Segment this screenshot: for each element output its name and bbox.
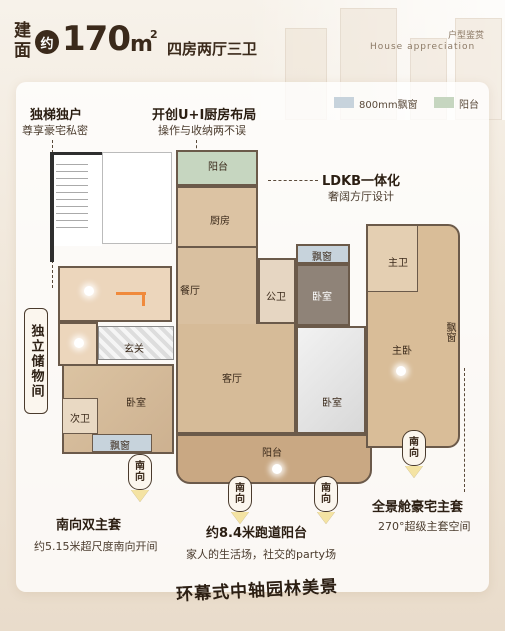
highlight-dot [272,464,282,474]
room-label-bedroom-mid2: 卧室 [322,398,342,409]
south-char: 向 [235,494,245,505]
room-label-second-wc: 次卫 [70,414,90,425]
room-label-kitchen: 厨房 [210,216,230,227]
south-indicator-4: 南向 [402,430,426,484]
room-label-living: 客厅 [222,374,242,385]
balcony-bottom [176,434,372,484]
south-indicator-3: 南向 [314,476,338,530]
down-arrow-icon [231,512,249,524]
entry-arrow [142,292,145,306]
area-unit: m [130,32,153,57]
down-arrow-icon [131,490,149,502]
callout-kitchen-title: 开创U+I厨房布局 [152,108,257,123]
callout-balcony-title: 约8.4米跑道阳台 [206,526,308,541]
master-wc [368,226,418,292]
foyer [98,326,174,360]
room-label-bedroom-mid: 卧室 [312,292,332,303]
stair-steps [56,164,88,234]
callout-ldkb-sub: 奢阔方厅设计 [328,190,394,203]
callout-balcony-sub: 家人的生活场，社交的party场 [186,548,337,561]
callout-master-sub: 270°超级主套空间 [378,520,471,533]
second-wc [62,398,98,434]
leader-line [464,368,465,492]
south-pill: 南向 [314,476,338,512]
wall [50,152,54,262]
highlight-dot [396,366,406,376]
south-char: 向 [409,448,419,459]
living [176,324,296,434]
elevator-hall [58,266,172,322]
balcony-top [176,150,258,186]
down-arrow-icon [317,512,335,524]
callout-elevator-sub: 尊享豪宅私密 [22,124,88,137]
room-label-bedroom-left: 卧室 [126,398,146,409]
wall [50,152,102,155]
callout-south-suite-title: 南向双主套 [56,518,122,533]
south-pill: 南向 [402,430,426,466]
stair-area [52,154,102,246]
tag-cn: 户型鉴赏 [448,31,485,41]
tag-en: House appreciation [370,42,476,52]
legend-swatch-bay [334,97,354,108]
room-label-balcony-bottom: 阳台 [262,448,282,459]
callout-south-suite-sub: 约5.15米超尺度南向开间 [34,540,158,553]
room-label-dining: 餐厅 [180,286,200,297]
callout-storage: 独立储物间 [24,308,48,414]
legend-label-bay: 800mm飘窗 [359,100,418,111]
legend-label-balcony: 阳台 [459,100,479,111]
south-char: 南 [321,483,331,494]
bedroom-mid2 [296,326,366,434]
room-label-bay-master: 飘窗 [444,322,455,342]
public-wc [258,258,296,324]
south-char: 南 [235,483,245,494]
south-char: 南 [409,437,419,448]
south-pill: 南向 [228,476,252,512]
legend-swatch-balcony [434,97,454,108]
south-char: 向 [321,494,331,505]
area-unit-sup: 2 [150,28,158,41]
south-indicator-1: 南向 [128,454,152,508]
room-label-bay-mid: 飘窗 [312,252,332,263]
room-label-bay-left: 飘窗 [110,441,130,452]
highlight-dot [84,286,94,296]
south-pill: 南向 [128,454,152,490]
south-char: 南 [135,461,145,472]
highlight-dot [74,338,84,348]
entry-arrow [116,292,146,295]
leader-line [268,180,318,181]
room-label-public-wc: 公卫 [266,292,286,303]
room-label-master: 主卧 [392,346,412,357]
room-label-master-wc: 主卫 [388,258,408,269]
room-label-balcony-top: 阳台 [208,162,228,173]
title-jian: 建 [14,21,31,41]
callout-master-title: 全景舱豪宅主套 [372,500,464,515]
approx-badge: 约 [35,30,59,54]
south-indicator-2: 南向 [228,476,252,530]
corridor-area [102,152,172,244]
kitchen [176,186,258,248]
title-mian: 面 [14,41,31,61]
callout-kitchen-sub: 操作与收纳两不误 [158,124,246,137]
callout-ldkb-title: LDKB一体化 [322,174,401,189]
layout-text: 四房两厅三卫 [167,40,258,58]
down-arrow-icon [405,466,423,478]
area-value: 170 [62,19,131,59]
south-char: 向 [135,472,145,483]
bedroom-mid [296,264,350,326]
room-label-foyer: 玄关 [124,344,144,355]
bay-window-mid [296,244,350,264]
dining [176,248,258,324]
callout-elevator-title: 独梯独户 [30,108,83,123]
bay-window-left [92,434,152,452]
